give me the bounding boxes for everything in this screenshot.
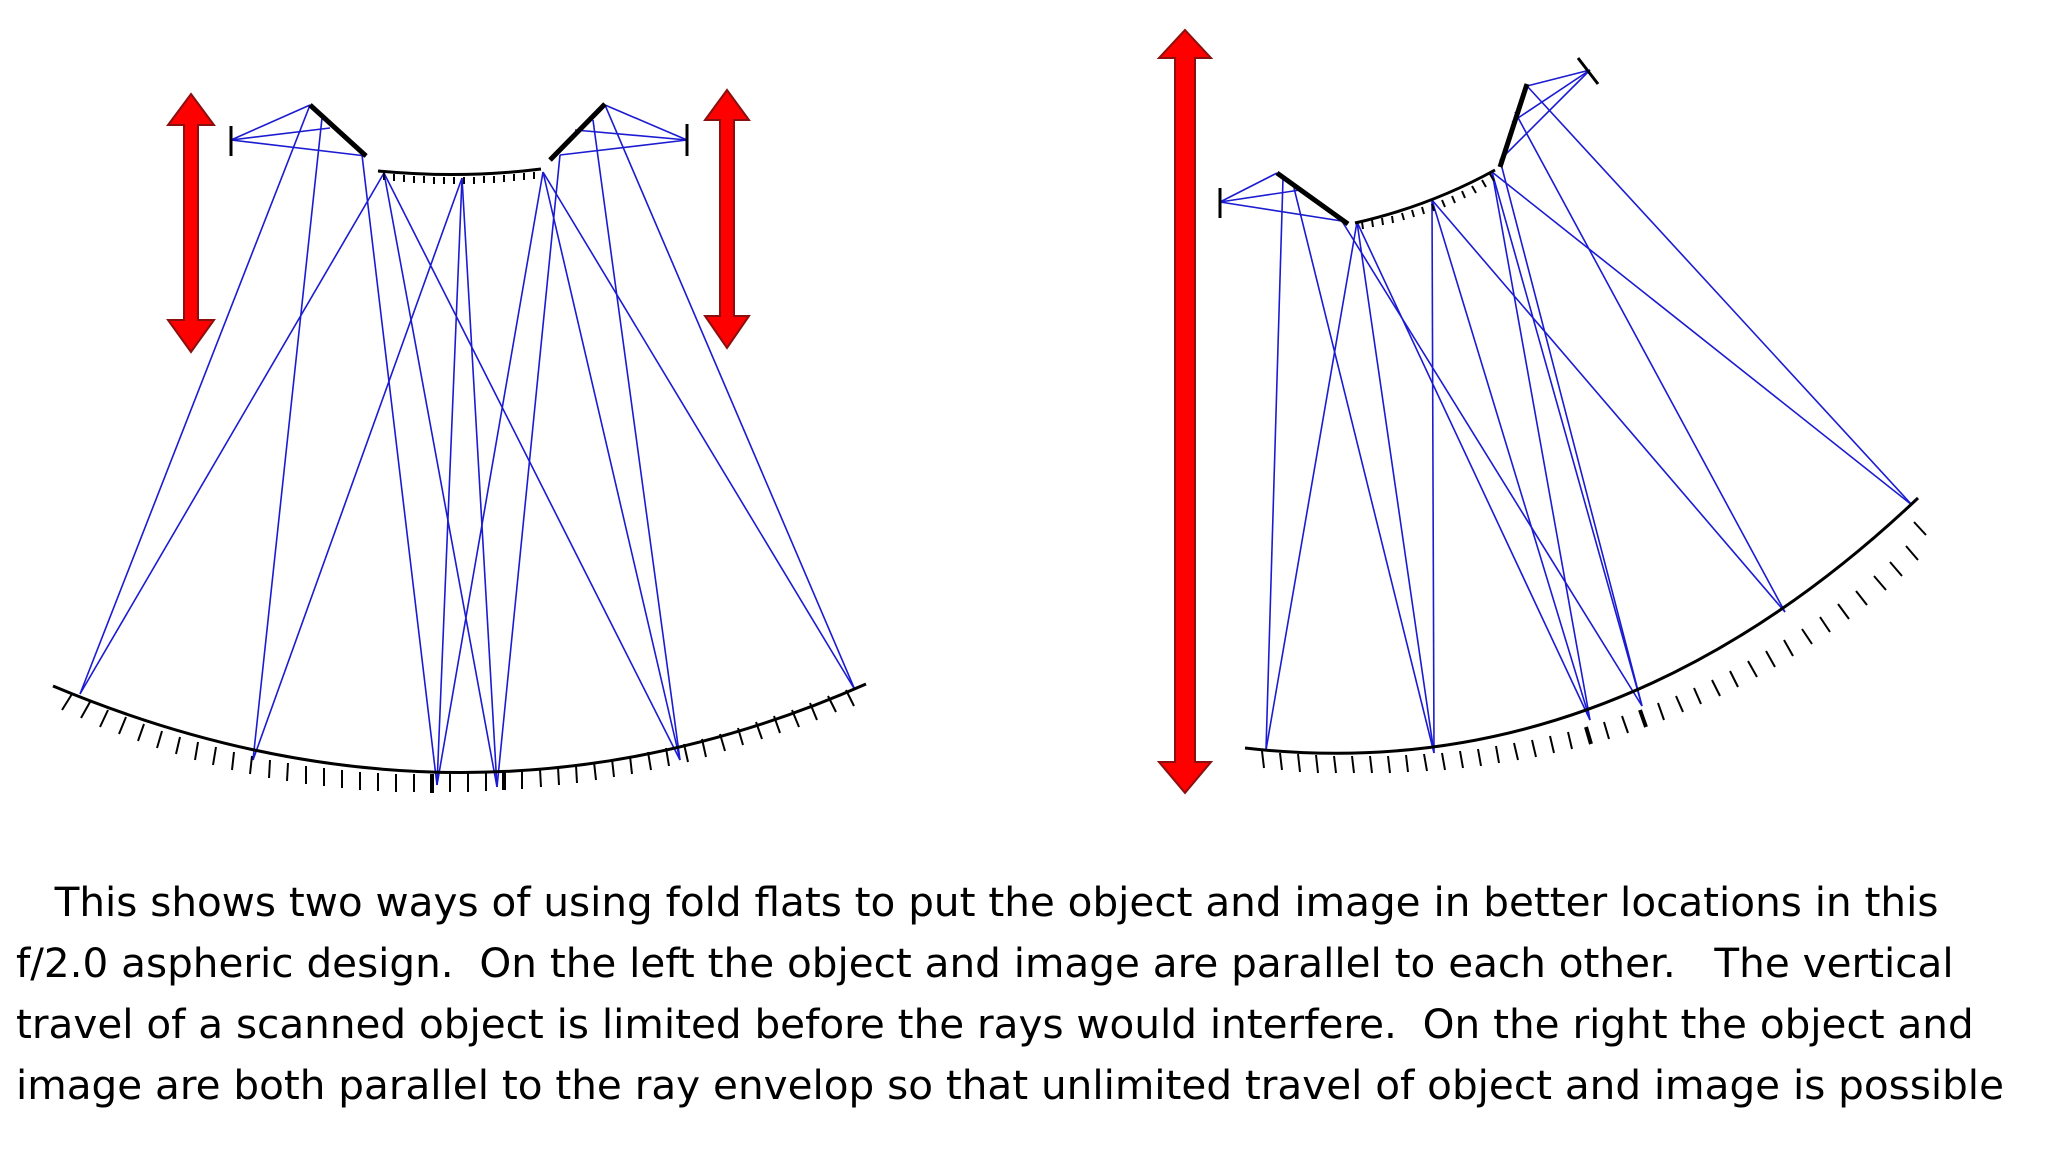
image-fold-flat [1497,83,1530,168]
right-optics [1218,57,1927,774]
secondary-mirror-hatching [383,172,535,184]
primary-mirror-hatching [1261,521,1927,774]
left-travel-arrow [166,92,216,354]
secondary-mirror-hatching [1361,173,1495,230]
primary-mirror [1244,496,1920,755]
optical-diagram [52,28,1927,795]
caption-line-4: image are both parallel to the ray envel… [16,1061,2004,1109]
left-fold-flat [308,103,368,158]
primary-mirror-hatching [61,689,855,793]
primary-mirror [52,682,867,774]
secondary-mirror [377,167,542,177]
right-fold-flat [548,102,607,162]
right-travel-arrow [703,88,751,350]
caption-line-2: f/2.0 aspheric design. On the left the o… [16,939,1954,987]
left-optics [52,102,867,793]
caption-line-3: travel of a scanned object is limited be… [16,1000,1974,1048]
object-fold-flat [1275,170,1350,227]
long-travel-arrow [1156,28,1214,795]
right-ray-bundle [1219,69,1913,754]
caption-paragraph: This shows two ways of using fold flats … [16,872,2036,1116]
image-plane [1576,57,1600,85]
caption-line-1: This shows two ways of using fold flats … [16,878,1939,926]
right-design [1156,28,1927,795]
secondary-mirror [1354,168,1496,225]
left-design [52,88,867,793]
